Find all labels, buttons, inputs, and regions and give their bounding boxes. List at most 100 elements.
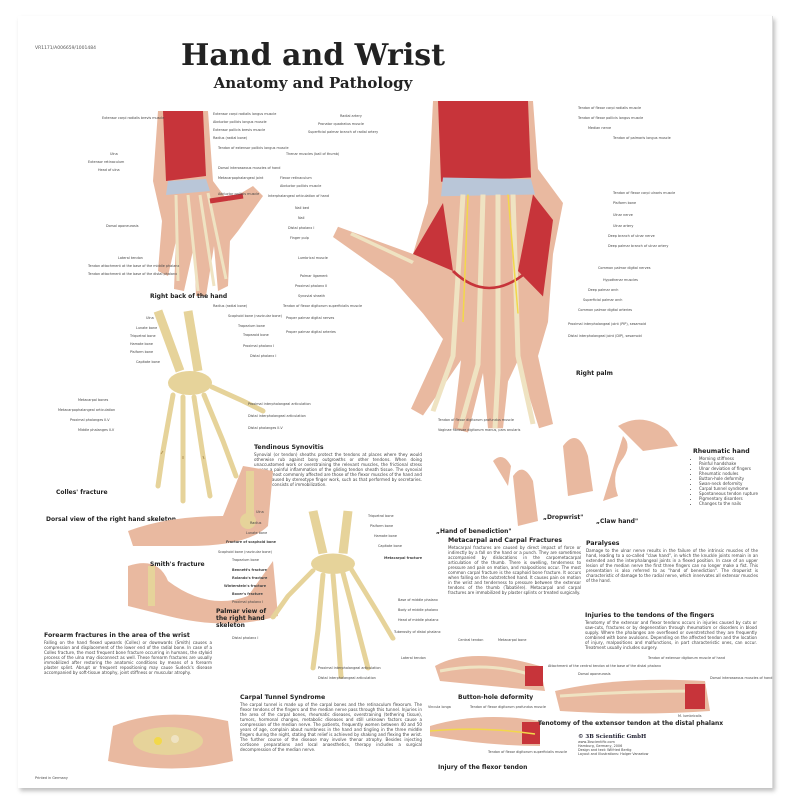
section-tendon-injuries: Injuries to the tendons of the fingers T… bbox=[585, 612, 757, 650]
dorsal-skeleton-illustration bbox=[153, 309, 266, 504]
caption-flexor-tendon-injury: Injury of the flexor tendon bbox=[438, 764, 528, 771]
diagram-label: Vincula longa bbox=[428, 705, 451, 709]
list-item: Morning stiffness bbox=[699, 456, 773, 461]
diagram-label: Nail bbox=[298, 216, 305, 220]
diagram-label: Triquetral bone bbox=[130, 334, 156, 338]
diagram-label: Bennett's fracture bbox=[232, 568, 267, 572]
back-of-hand-illustration bbox=[153, 111, 263, 296]
diagram-label: Proximal interphalangeal articulation bbox=[318, 666, 381, 670]
diagram-label: Metacarpal fracture bbox=[384, 556, 423, 560]
diagram-label: Distal interphalangeal articulation bbox=[248, 414, 306, 418]
diagram-label: Tendon of flexor digitorum superficialis… bbox=[488, 750, 568, 754]
section-heading: Rheumatic hand bbox=[693, 448, 750, 455]
diagram-label: Scaphoid bone (navicular bone) bbox=[218, 550, 272, 554]
rheumatic-hand-list: Rheumatic hand Morning stiffness Painful… bbox=[693, 448, 773, 506]
diagram-label: Tendon of flexor carpi ulnaris muscle bbox=[613, 191, 676, 195]
section-text: Damage to the ulnar nerve results in the… bbox=[586, 548, 758, 583]
diagram-label: Thenar muscles (ball of thumb) bbox=[286, 152, 340, 156]
diagram-label: Tuberosity of distal phalanx bbox=[394, 630, 441, 634]
section-tendinous-synovitis: Tendinous Synovitis Synovial (or tendon)… bbox=[254, 444, 422, 487]
diagram-label: Ulna bbox=[110, 152, 118, 156]
diagram-label: Base of middle phalanx bbox=[398, 598, 438, 602]
page-title: Hand and Wrist bbox=[181, 38, 445, 73]
diagram-label: Scaphoid bone (navicular bone) bbox=[228, 314, 282, 318]
diagram-label: Capitate bone bbox=[136, 360, 160, 364]
diagram-label: Dorsal interosseous muscles of hand bbox=[710, 676, 773, 680]
publisher-block: © 3B Scientific GmbH www.3bscientific.co… bbox=[578, 734, 648, 756]
diagram-label: Lunate bone bbox=[136, 326, 158, 330]
fracture-illustrations bbox=[128, 466, 278, 624]
diagram-label: Adductor pollicis muscle bbox=[218, 192, 260, 196]
diagram-label: Finger pulp bbox=[290, 236, 309, 240]
finger-injury-illustrations bbox=[429, 656, 710, 746]
diagram-label: Tendon attachment at the base of the dis… bbox=[88, 272, 178, 276]
diagram-label: Lumbrical muscle bbox=[298, 256, 328, 260]
section-text: Tenotomy of the extensor and flexor tend… bbox=[585, 620, 757, 650]
diagram-label: Tendon of flexor digitorum superficialis… bbox=[283, 304, 363, 308]
diagram-label: Body of middle phalanx bbox=[398, 608, 439, 612]
diagram-label: Deep palmar arch bbox=[588, 288, 619, 292]
diagram-label: Palmar ligament bbox=[300, 274, 328, 278]
caption-smiths-fracture: Smith's fracture bbox=[150, 561, 205, 568]
diagram-label: Abductor pollicis muscle bbox=[280, 184, 322, 188]
section-heading: Tendinous Synovitis bbox=[254, 444, 324, 451]
diagram-label: Pisiform bone bbox=[370, 524, 394, 528]
footer-line: www.3bscientific.com bbox=[578, 740, 615, 744]
diagram-label: Extensor carpi radialis brevis muscle bbox=[102, 116, 165, 120]
diagram-label: Metacarpophalangeal joint bbox=[218, 176, 264, 180]
diagram-label: Tendon attachment at the base of the mid… bbox=[88, 264, 180, 268]
section-heading: Paralyses bbox=[586, 540, 620, 547]
diagram-label: Tendon of palmaris longus muscle bbox=[613, 136, 671, 140]
diagram-label: Lateral tendon bbox=[401, 656, 426, 660]
diagram-label: Trapezium bone bbox=[238, 324, 265, 328]
footer-line: Design and text: Wilfried Bertig bbox=[578, 748, 632, 752]
poster: VR1171/A006659/1001484 Hand and Wrist An… bbox=[18, 16, 773, 788]
diagram-label: Proximal phalanx II bbox=[295, 284, 328, 288]
diagram-label: Distal interphalangeal articulation bbox=[318, 676, 376, 680]
list-item: Changes to the nails bbox=[699, 501, 773, 506]
diagram-label: Extensor carpi radialis longus muscle bbox=[213, 112, 277, 116]
caption-palm: Right palm bbox=[576, 370, 613, 377]
diagram-label: Tendon of flexor digitorum profundus mus… bbox=[438, 418, 514, 422]
diagram-label: Radius (radial bone) bbox=[213, 136, 248, 140]
diagram-label: Head of middle phalanx bbox=[398, 618, 439, 622]
diagram-label: Tendon of flexor carpi radialis muscle bbox=[578, 106, 642, 110]
diagram-label: Central tendon bbox=[458, 638, 484, 642]
diagram-label: Ulnar nerve bbox=[613, 213, 633, 217]
diagram-label: Pronator quadratus muscle bbox=[318, 122, 364, 126]
diagram-label: Common palmar digital arteries bbox=[578, 308, 633, 312]
product-code: VR1171/A006659/1001484 bbox=[35, 46, 96, 51]
list-item: Carpal tunnel syndrome bbox=[699, 486, 773, 491]
diagram-label: Fracture of scaphoid bone bbox=[226, 540, 276, 544]
diagram-label: Attachment of the central tendon at the … bbox=[548, 664, 661, 668]
section-text: Falling on the hand flexed upwards (Coll… bbox=[44, 640, 212, 675]
publisher-name: © 3B Scientific GmbH bbox=[578, 734, 647, 740]
section-heading: Forearm fractures in the area of the wri… bbox=[44, 632, 190, 639]
list-item: Button-hole deformity bbox=[699, 476, 773, 481]
caption-tenotomy: Tenotomy of the extensor tendon at the d… bbox=[538, 720, 724, 727]
diagram-label: Nail bed bbox=[295, 206, 309, 210]
diagram-label: Distal phalanx I bbox=[288, 226, 315, 230]
diagram-label: Metacarpophalangeal articulation bbox=[58, 408, 116, 412]
diagram-label: Metacarpal bone bbox=[498, 638, 527, 642]
diagram-label: Dorsal aponeurosis bbox=[106, 224, 139, 228]
caption-hand-of-benediction: „Hand of benediction" bbox=[436, 528, 512, 535]
caption-dropwrist: „Dropwrist" bbox=[543, 514, 584, 521]
list-item: Swan-neck deformity bbox=[699, 481, 773, 486]
diagram-label: Ulnar artery bbox=[613, 224, 634, 228]
list-item: Ulnar deviation of fingers bbox=[699, 466, 773, 471]
list-item: Rheumatic nodules bbox=[699, 471, 773, 476]
diagram-label: Lunate bone bbox=[246, 531, 268, 535]
footer-line: Hamburg, Germany, 2006 bbox=[578, 744, 623, 748]
diagram-label: Rolando's fracture bbox=[232, 576, 268, 580]
diagram-label: Extensor pollicis brevis muscle bbox=[213, 128, 266, 132]
diagram-label: Proper palmar digital nerves bbox=[286, 316, 335, 320]
diagram-label: Deep palmar branch of ulnar artery bbox=[608, 244, 669, 248]
diagram-label: Lateral tendon bbox=[118, 256, 143, 260]
section-forearm-fractures: Forearm fractures in the area of the wri… bbox=[44, 632, 212, 675]
diagram-label: Synovial sheath bbox=[298, 294, 325, 298]
diagram-label: Hamate bone bbox=[374, 534, 397, 538]
diagram-label: Radius (radial bone) bbox=[213, 304, 248, 308]
printed-note: Printed in Germany bbox=[35, 776, 68, 780]
diagram-label: M. lumbricalis bbox=[678, 714, 702, 718]
